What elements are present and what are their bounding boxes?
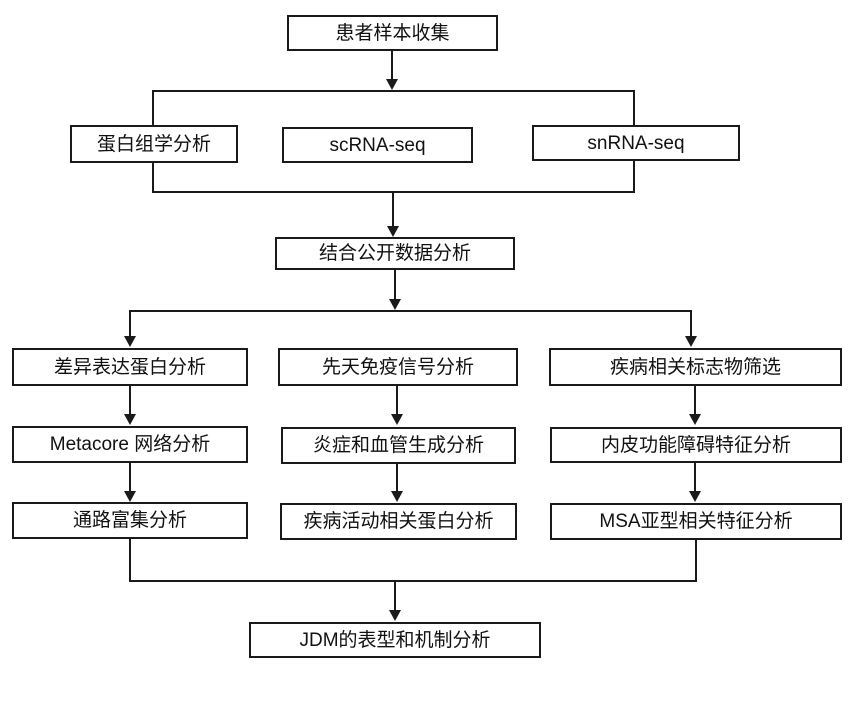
arrowhead-icon [389,610,401,621]
node-innate-immune-signaling: 先天免疫信号分析 [278,348,518,386]
node-pathway-enrichment: 通路富集分析 [12,502,248,539]
arrowhead-icon [389,299,401,310]
connector-markers-to-endothelial [694,386,696,414]
arrowhead-icon [386,79,398,90]
arrowhead-icon [689,491,701,502]
connector-branch-left-drop [129,310,131,336]
connector-dep-to-metacore [129,386,131,414]
connector-branch-right-drop [690,310,692,336]
connector-publicdata-to-branch [394,270,396,299]
arrowhead-icon [124,491,136,502]
node-jdm-phenotype-mechanism: JDM的表型和机制分析 [249,622,541,658]
arrowhead-icon [124,414,136,425]
node-disease-marker-screening: 疾病相关标志物筛选 [549,348,842,386]
node-patient-sample-collection: 患者样本收集 [287,15,498,51]
connector-metacore-to-pathway [129,463,131,491]
node-public-data-analysis: 结合公开数据分析 [275,237,515,270]
arrowhead-icon [124,336,136,347]
connector-merge-left [129,539,131,582]
arrowhead-icon [685,336,697,347]
node-endothelial-dysfunction: 内皮功能障碍特征分析 [550,427,842,463]
connector-merge-line [129,580,697,582]
node-msa-subtype-features: MSA亚型相关特征分析 [550,503,842,540]
arrowhead-icon [387,226,399,237]
node-disease-activity-proteins: 疾病活动相关蛋白分析 [280,503,517,540]
node-inflammation-angiogenesis: 炎症和血管生成分析 [281,427,516,464]
node-metacore-network-analysis: Metacore 网络分析 [12,426,248,463]
connector-sample-to-methods [391,50,393,79]
connector-endothelial-to-msa [694,463,696,491]
node-scrna-seq: scRNA-seq [282,127,473,163]
arrowhead-icon [391,414,403,425]
node-proteomics-analysis: 蛋白组学分析 [70,125,238,163]
connector-inflammation-to-activity [396,464,398,491]
node-snrna-seq: snRNA-seq [532,125,740,161]
arrowhead-icon [391,491,403,502]
connector-merge-right [695,540,697,582]
connector-branch-line [129,310,692,312]
node-differential-protein-analysis: 差异表达蛋白分析 [12,348,248,386]
connector-innate-to-inflammation [396,386,398,414]
connector-merge-to-jdm [394,582,396,610]
connector-methods-to-publicdata [392,193,394,226]
arrowhead-icon [689,414,701,425]
